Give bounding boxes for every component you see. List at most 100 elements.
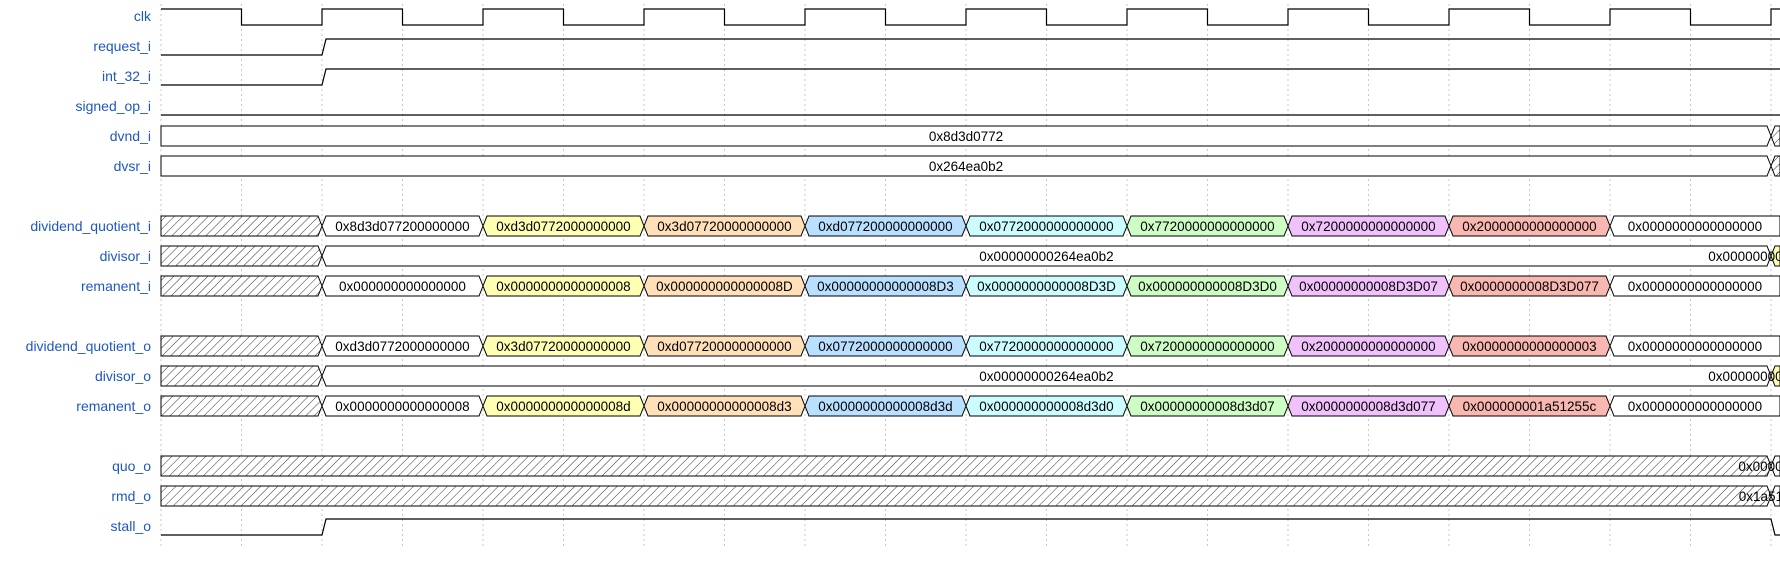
value-cell [1448,275,1611,297]
value-cell [804,215,967,237]
undefined-value-cell [160,365,323,387]
value-cell [1609,335,1780,357]
value-cell [804,275,967,297]
value-label: 0x00000000264ea0b2 [979,369,1113,384]
signal-wave [161,38,1780,56]
value-label: 0xd3d0772000000000 [335,339,469,354]
value-label: 0x0000000000000000 [1628,279,1762,294]
value-cell [1287,275,1450,297]
value-label: 0x7720000000000000 [1140,219,1274,234]
value-label: 0x0000000000008D3D [977,279,1116,294]
value-label: 0x00000000008D3D07 [1299,279,1438,294]
value-label: 0x000000000008d3d0 [979,399,1113,414]
value-label: 0x3d07720000000000 [496,339,630,354]
value-label: 0x0000000000000000 [1628,339,1762,354]
value-label: 0x0000000000000000 [1628,399,1762,414]
value-cell [1609,215,1780,237]
value-cell [321,215,484,237]
signal-name: signed_op_i [75,98,151,114]
value-cell [1126,395,1289,417]
value-label: 0x264ea0b2 [929,159,1003,174]
value-cell [643,335,806,357]
value-cell [1126,215,1289,237]
value-label: 0x8d3d077200000000 [335,219,469,234]
value-label: 0x8d3d0772 [929,129,1003,144]
signal-name: dividend_quotient_o [26,338,152,354]
value-cell [1287,395,1450,417]
signal-name: rmd_o [111,488,151,504]
value-cell [804,335,967,357]
signal-wave: 0x00000000264ea0b2 0x0000000000000000 [160,365,1780,387]
value-label: 0x0000000000000000 [1628,219,1762,234]
value-cell [965,215,1128,237]
undefined-value-cell [160,485,1772,507]
signal-name: divisor_i [100,248,151,264]
value-label: 0x0772000000000000 [818,339,952,354]
undefined-value-cell [1770,125,1780,147]
value-cell [1287,335,1450,357]
undefined-value-cell [1770,155,1780,177]
value-label: 0x000000001a51255c [1463,399,1597,414]
value-label: 0x0000000000000000 [1708,369,1780,384]
signal-wave: 0x00000000264ea0b20x0000000000000000 [160,245,1780,267]
value-cell [1770,485,1780,507]
value-label: 0x7200000000000000 [1301,219,1435,234]
undefined-value-cell [160,335,323,357]
signal-wave [161,8,1780,26]
value-cell [321,245,1772,267]
value-label: 0x000000000000000 [339,279,466,294]
value-label: 0xd077200000000000 [818,219,952,234]
value-label: 0x0000000000000008 [335,399,469,414]
value-label: 0x2000000000000000 [1301,339,1435,354]
value-label: 0x00000003 [1738,459,1780,474]
bit-wire [161,68,1780,86]
value-cell [1287,215,1450,237]
value-label: 0x0000000000000003 [1462,339,1596,354]
value-cell [482,275,645,297]
value-cell [1126,275,1289,297]
value-label: 0x0000000000008d3d [818,399,952,414]
signal-name: dvnd_i [110,128,151,144]
signal-name: int_32_i [102,68,151,84]
bit-wire [161,38,1780,56]
value-cell [482,215,645,237]
value-cell [482,395,645,417]
signal-wave: 0x264ea0b2 [160,155,1780,177]
value-label: 0x00000000000008d3 [657,399,791,414]
value-label: 0x000000000000008D [656,279,793,294]
value-label: 0x000000000000008d [496,399,630,414]
value-label: 0x0000000008D3D077 [1460,279,1599,294]
value-label: 0x7200000000000000 [1140,339,1274,354]
signal-wave: 0x1a51255c [160,485,1780,507]
value-label: 0x2000000000000000 [1462,219,1596,234]
value-cell [643,395,806,417]
value-label: 0x00000000000008D3 [817,279,954,294]
signal-name: request_i [93,38,151,54]
signal-name: remanent_i [81,278,151,294]
signal-name: dvsr_i [114,158,151,174]
value-cell [1448,215,1611,237]
value-label: 0x000000000008D3D0 [1138,279,1277,294]
signal-wave: 0x8d3d0772 [160,125,1780,147]
value-cell [965,395,1128,417]
value-cell [1448,395,1611,417]
value-cell [482,335,645,357]
signal-name: stall_o [111,518,152,534]
bit-wire [161,518,1780,536]
value-cell [1770,245,1780,267]
value-label: 0x0772000000000000 [979,219,1113,234]
value-cell [160,155,1772,177]
value-cell [965,335,1128,357]
undefined-value-cell [160,215,323,237]
value-cell [321,395,484,417]
signal-wave: 0x0000000000000008 0x000000000000008d 0x00… [160,395,1780,417]
signal-name: divisor_o [95,368,151,384]
undefined-value-cell [160,245,323,267]
value-cell [321,335,484,357]
value-cell [1770,455,1780,477]
value-label: 0x0000000008d3d077 [1301,399,1435,414]
